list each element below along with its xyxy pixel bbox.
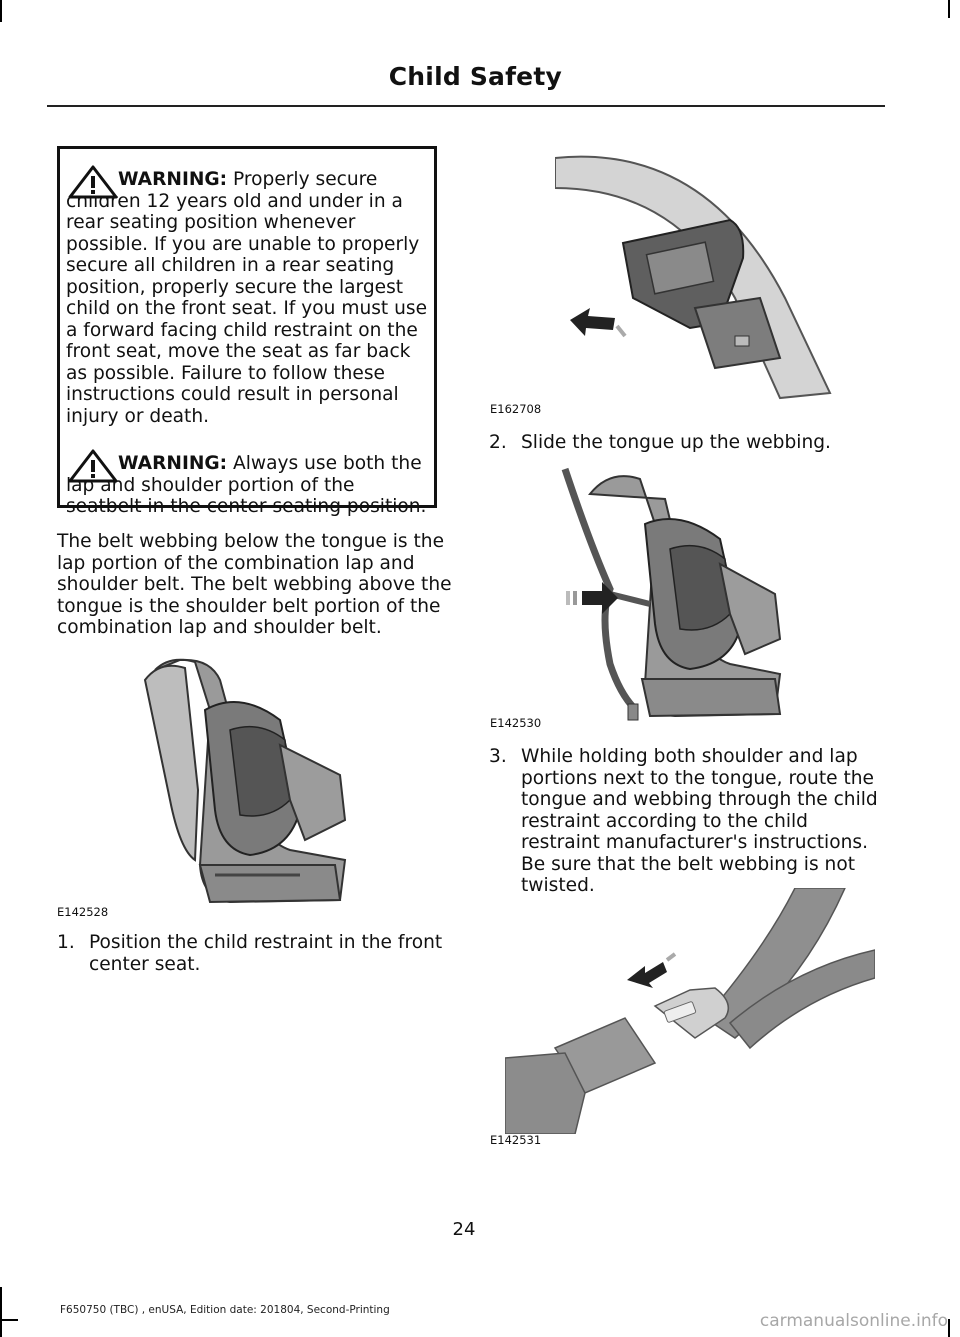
page-number: 24	[452, 1219, 476, 1240]
watermark-link[interactable]: carmanualsonline.info	[759, 1311, 948, 1331]
warning-box: WARNING: Properly secure children 12 yea…	[57, 146, 437, 517]
step-2: 2. Slide the tongue up the webbing.	[489, 432, 884, 454]
warning-triangle-icon	[68, 449, 118, 489]
crop-mark	[0, 1319, 18, 1321]
belt-tongue-figure	[554, 148, 855, 400]
figure-caption: E142528	[57, 905, 109, 919]
warning-1: WARNING: Properly secure children 12 yea…	[66, 165, 430, 427]
crop-mark	[0, 1287, 2, 1337]
step-number: 3.	[489, 746, 507, 767]
child-seat-figure	[140, 650, 355, 912]
warning-2: WARNING: Always use both the lap and sho…	[66, 449, 430, 518]
step-text: Position the child restraint in the fron…	[89, 932, 443, 975]
belt-buckle-figure	[504, 887, 876, 1135]
warning-label: WARNING:	[118, 169, 228, 190]
warning-label: WARNING:	[118, 453, 228, 474]
warning-text: Always use both the lap and shoulder por…	[66, 453, 427, 517]
warning-triangle-icon	[68, 165, 118, 205]
warning-text: Properly secure children 12 years old an…	[66, 169, 428, 427]
step-text: While holding both shoulder and lap port…	[521, 746, 878, 896]
footer-edition: F650750 (TBC) , enUSA, Edition date: 201…	[60, 1304, 390, 1316]
figure-caption: E142531	[490, 1133, 542, 1147]
crop-mark	[0, 0, 2, 22]
crop-mark	[948, 1319, 950, 1337]
figure-caption: E142530	[490, 716, 542, 730]
page-title: Child Safety	[388, 62, 562, 91]
step-text: Slide the tongue up the webbing.	[521, 432, 831, 453]
crop-mark	[948, 0, 950, 18]
header-rule	[47, 105, 885, 107]
figure-caption: E162708	[490, 402, 542, 416]
step-number: 1.	[57, 932, 75, 953]
step-3: 3. While holding both shoulder and lap p…	[489, 746, 884, 897]
step-number: 2.	[489, 432, 507, 453]
seat-with-belt-figure	[560, 464, 790, 726]
intro-paragraph: The belt webbing below the tongue is the…	[57, 531, 452, 638]
step-1: 1. Position the child restraint in the f…	[57, 932, 452, 975]
